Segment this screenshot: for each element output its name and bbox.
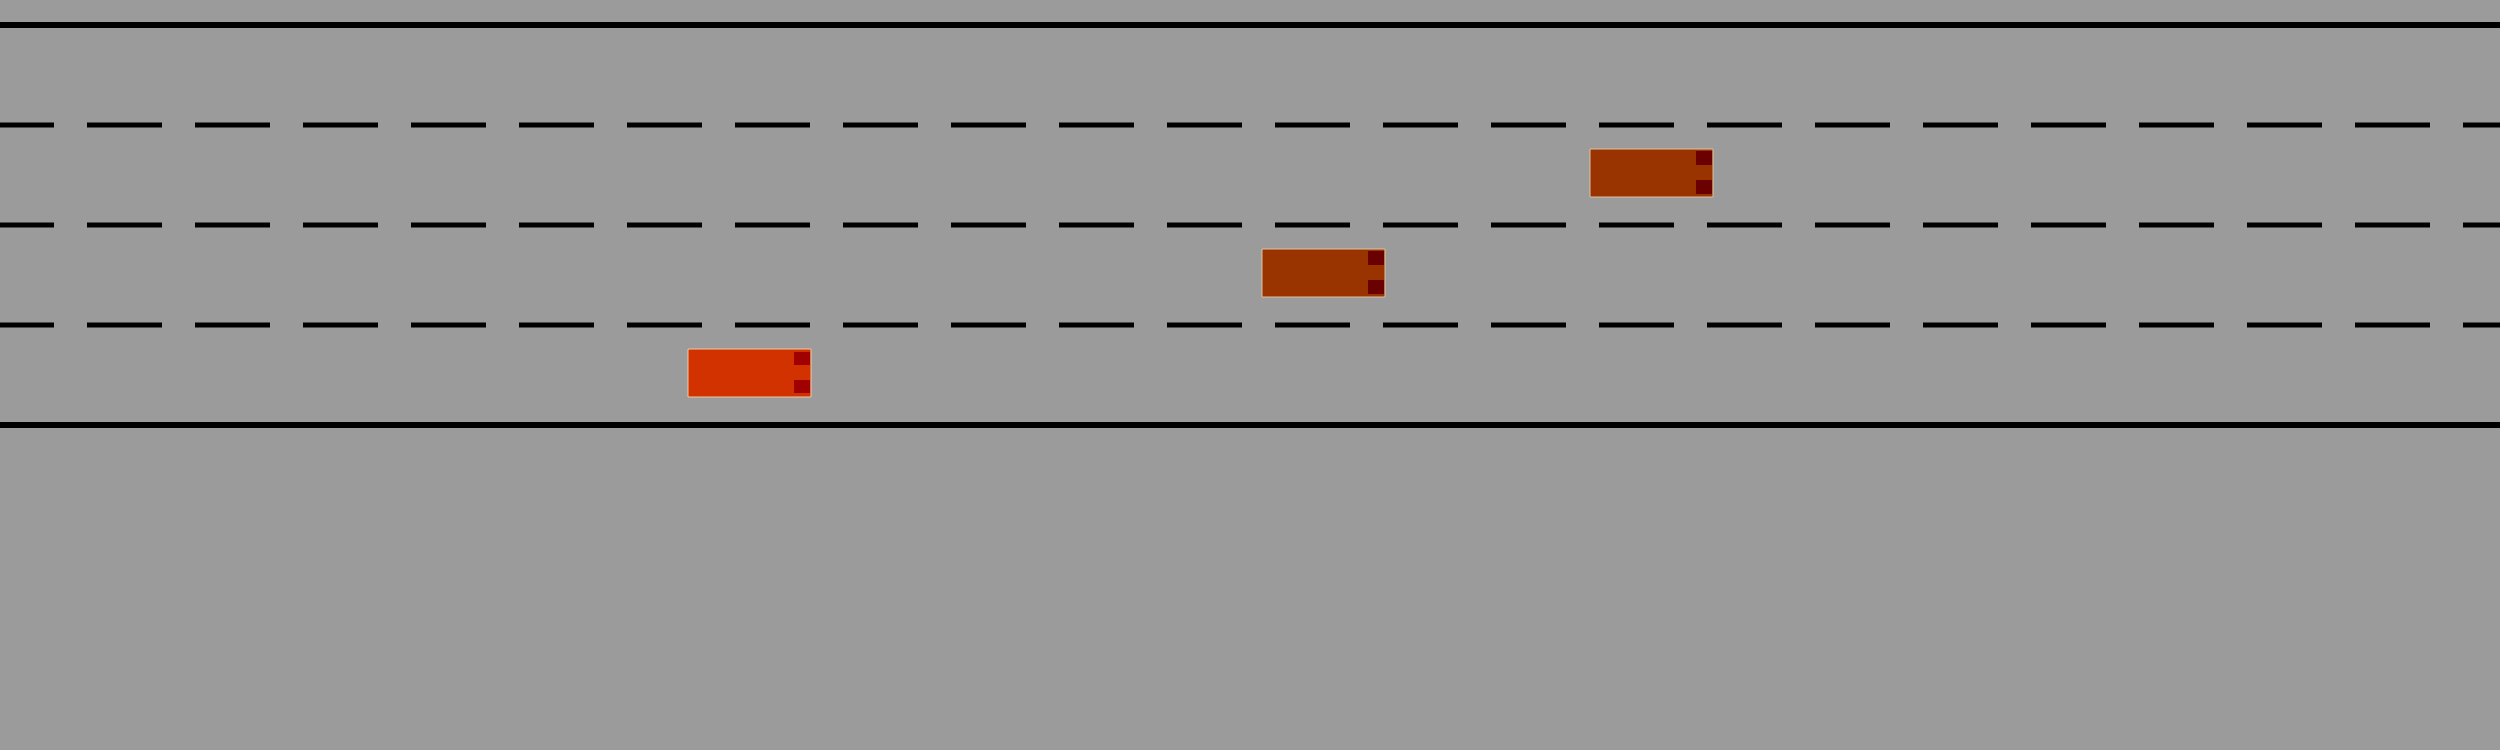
vehicle-light-right xyxy=(794,380,810,393)
vehicle-body xyxy=(1589,148,1714,198)
ego-vehicle xyxy=(687,348,812,398)
vehicle-body xyxy=(687,348,812,398)
vehicle-light-right xyxy=(1368,280,1384,294)
vehicle-light-left xyxy=(1368,251,1384,265)
vehicle-light-left xyxy=(794,352,810,365)
vehicle-light-right xyxy=(1696,180,1712,194)
vehicle-light-left xyxy=(1696,151,1712,165)
vehicle-body xyxy=(1261,248,1386,298)
other-vehicle-1 xyxy=(1261,248,1386,298)
other-vehicle-2 xyxy=(1589,148,1714,198)
